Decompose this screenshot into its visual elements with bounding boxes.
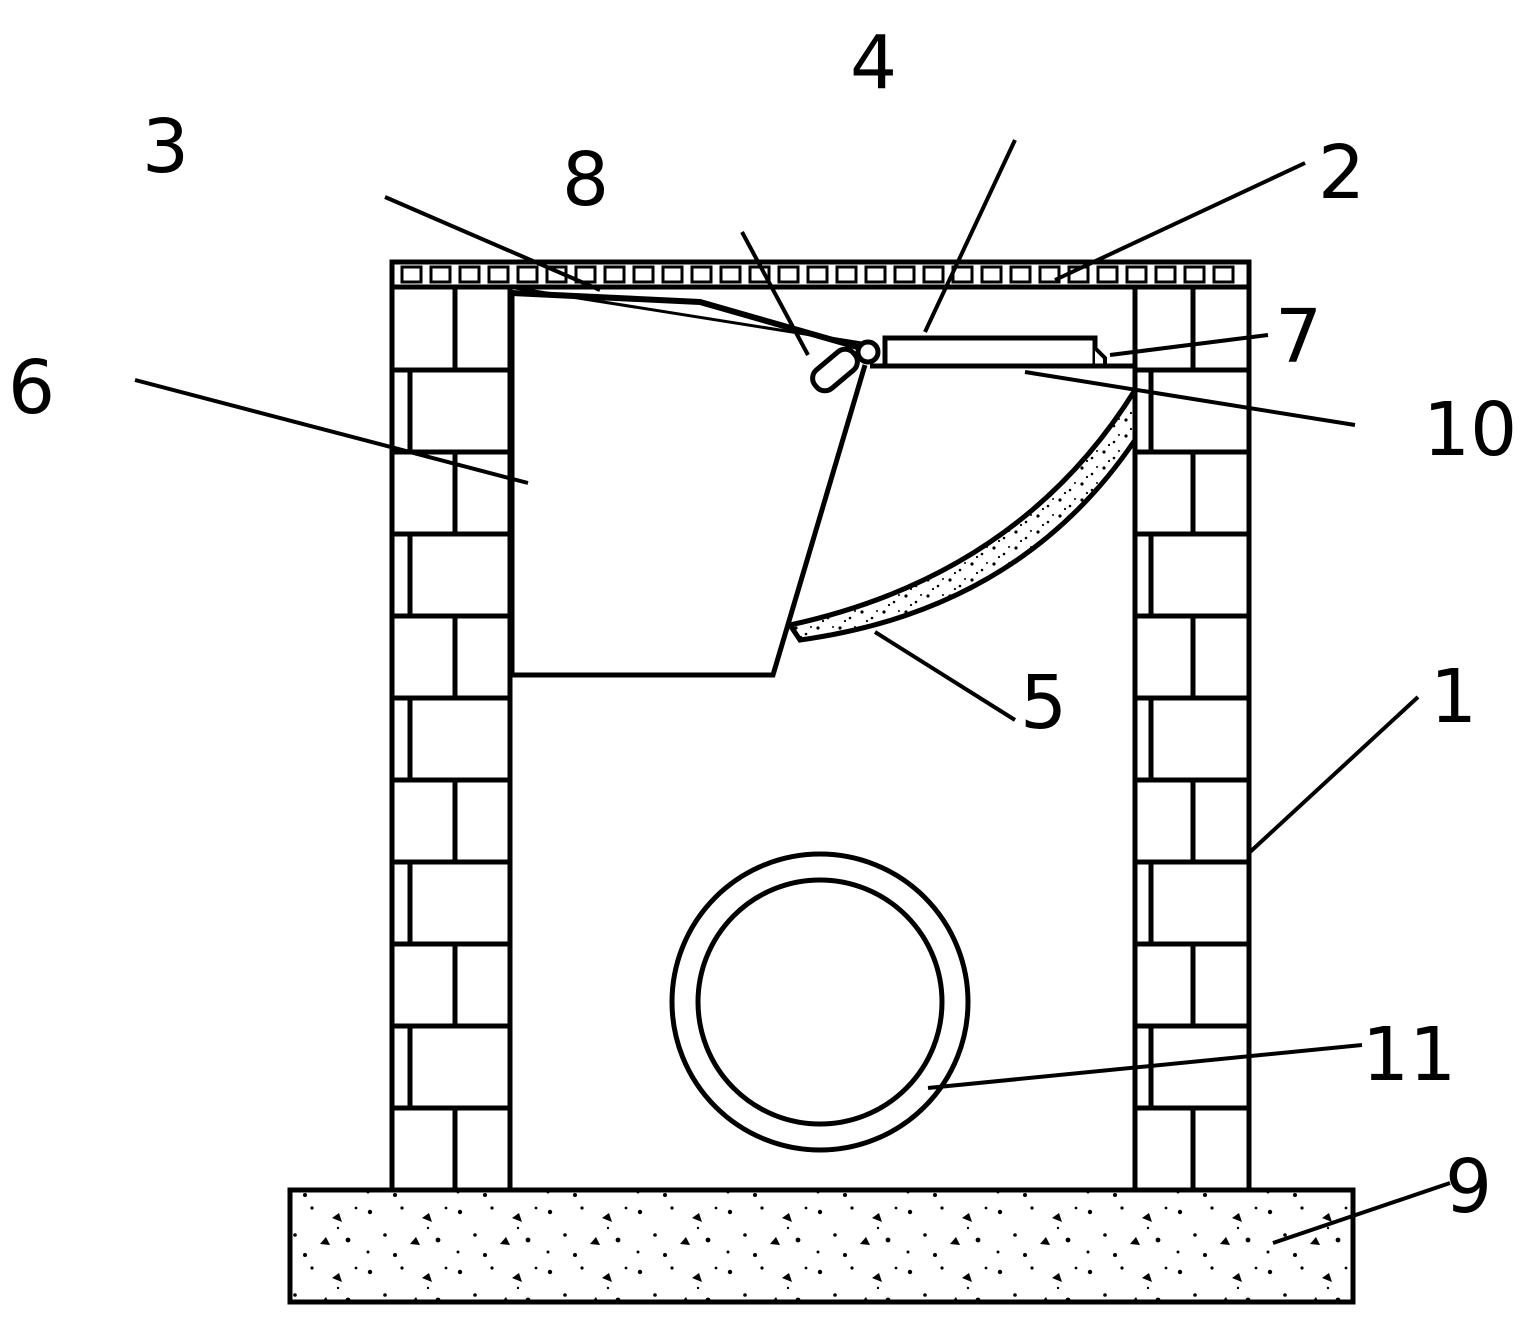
leader-line-5 bbox=[873, 630, 1017, 722]
outlet-pipe-inner bbox=[695, 877, 945, 1127]
label-5: 5 bbox=[1020, 660, 1067, 746]
grating-slot bbox=[893, 265, 916, 284]
label-11: 11 bbox=[1362, 1012, 1456, 1098]
filter-basket-outline bbox=[509, 295, 868, 678]
inclined-guide-plate bbox=[511, 290, 869, 353]
grating-slot bbox=[690, 265, 713, 284]
leader-line-2 bbox=[1054, 161, 1306, 282]
stopper-block bbox=[1093, 346, 1107, 368]
label-3: 3 bbox=[142, 104, 189, 190]
grating-slot bbox=[661, 265, 684, 284]
label-9: 9 bbox=[1445, 1144, 1492, 1230]
leader-line-9 bbox=[1272, 1181, 1451, 1245]
leader-line-1 bbox=[1248, 695, 1420, 854]
left-brick-wall bbox=[389, 284, 513, 1193]
grating-slot bbox=[1096, 265, 1119, 284]
grating-slot bbox=[719, 265, 742, 284]
hinge-pivot bbox=[810, 346, 860, 394]
grating-slot bbox=[922, 265, 945, 284]
label-6: 6 bbox=[8, 345, 55, 431]
top-grating-cover bbox=[389, 259, 1252, 290]
right-brick-wall bbox=[1132, 284, 1252, 1193]
grating-slot bbox=[632, 265, 655, 284]
grating-slot bbox=[1125, 265, 1148, 284]
label-1: 1 bbox=[1430, 654, 1477, 740]
curved-deflector-plate bbox=[785, 381, 1138, 643]
grating-slot bbox=[864, 265, 887, 284]
concrete-base-slab bbox=[287, 1187, 1356, 1305]
leader-line-11 bbox=[927, 1043, 1363, 1090]
leader-line-8 bbox=[740, 231, 810, 356]
grating-slot bbox=[1183, 265, 1206, 284]
grating-slot bbox=[487, 265, 510, 284]
leader-line-3 bbox=[384, 195, 601, 292]
label-7: 7 bbox=[1275, 294, 1322, 380]
grating-slot bbox=[603, 265, 626, 284]
label-8: 8 bbox=[562, 137, 609, 223]
leader-line-6 bbox=[134, 378, 529, 485]
leader-line-7 bbox=[1109, 333, 1269, 357]
leader-line-10 bbox=[1024, 370, 1356, 427]
grating-slot bbox=[400, 265, 423, 284]
flap-plate bbox=[882, 335, 1098, 369]
grating-slot bbox=[458, 265, 481, 284]
label-4: 4 bbox=[850, 20, 897, 106]
grating-slot bbox=[777, 265, 800, 284]
grating-slot bbox=[806, 265, 829, 284]
grating-slot bbox=[516, 265, 539, 284]
grating-slot bbox=[1009, 265, 1032, 284]
label-10: 10 bbox=[1423, 387, 1517, 473]
leader-line-4 bbox=[923, 139, 1017, 333]
grating-slot bbox=[980, 265, 1003, 284]
label-2: 2 bbox=[1318, 130, 1365, 216]
grating-slot bbox=[1154, 265, 1177, 284]
grating-slot bbox=[1212, 265, 1235, 284]
grating-slot bbox=[429, 265, 452, 284]
grating-slot bbox=[835, 265, 858, 284]
